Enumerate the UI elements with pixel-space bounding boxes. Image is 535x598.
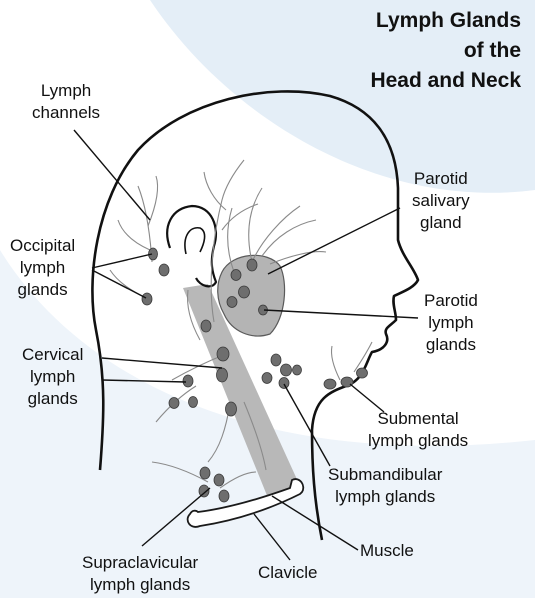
submandibular-gland: [281, 364, 292, 376]
label-cervical-lymph-glands: Cervical lymph glands: [22, 344, 83, 410]
label-occipital-lymph-glands: Occipital lymph glands: [10, 235, 75, 301]
submandibular-gland: [262, 373, 272, 384]
submandibular-gland: [293, 365, 302, 375]
submental-gland: [357, 368, 368, 378]
leader-occipital-1: [92, 254, 152, 268]
submandibular-gland: [279, 378, 289, 389]
leader-lymph-channels: [74, 130, 150, 220]
leader-parotid-salivary: [268, 208, 400, 274]
cervical-gland: [183, 375, 193, 387]
supraclavicular-gland: [219, 490, 229, 502]
label-submental-lymph-glands: Submental lymph glands: [368, 408, 468, 452]
label-lymph-channels: Lymph channels: [32, 80, 100, 124]
label-muscle: Muscle: [360, 540, 414, 562]
label-submandibular-lymph-glands: Submandibular lymph glands: [328, 464, 442, 508]
cervical-gland: [217, 368, 228, 382]
supraclavicular-gland: [200, 467, 210, 479]
title-line-2: of the: [464, 36, 521, 66]
parotid-gland-node: [231, 270, 241, 281]
supraclavicular-gland: [214, 474, 224, 486]
cervical-gland: [169, 398, 179, 409]
label-parotid-lymph-glands: Parotid lymph glands: [424, 290, 478, 356]
cervical-gland: [226, 402, 237, 416]
label-parotid-salivary-gland: Parotid salivary gland: [412, 168, 470, 234]
parotid-gland-node: [227, 297, 237, 308]
ear-outline: [167, 206, 216, 286]
label-clavicle: Clavicle: [258, 562, 318, 584]
submandibular-gland: [271, 354, 281, 366]
occipital-gland: [159, 264, 169, 276]
occipital-gland: [142, 293, 152, 305]
parotid-gland-node: [239, 286, 250, 298]
cervical-gland: [189, 397, 198, 408]
cervical-gland: [201, 320, 211, 332]
parotid-gland-node: [247, 259, 257, 271]
label-supraclavicular-lymph-glands: Supraclavicular lymph glands: [82, 552, 198, 596]
ear-inner: [185, 228, 205, 254]
title-line-1: Lymph Glands: [376, 6, 521, 36]
leader-occipital-2: [92, 270, 146, 298]
title-line-3: Head and Neck: [370, 66, 521, 96]
cervical-gland: [217, 347, 229, 361]
submental-gland: [324, 379, 336, 389]
